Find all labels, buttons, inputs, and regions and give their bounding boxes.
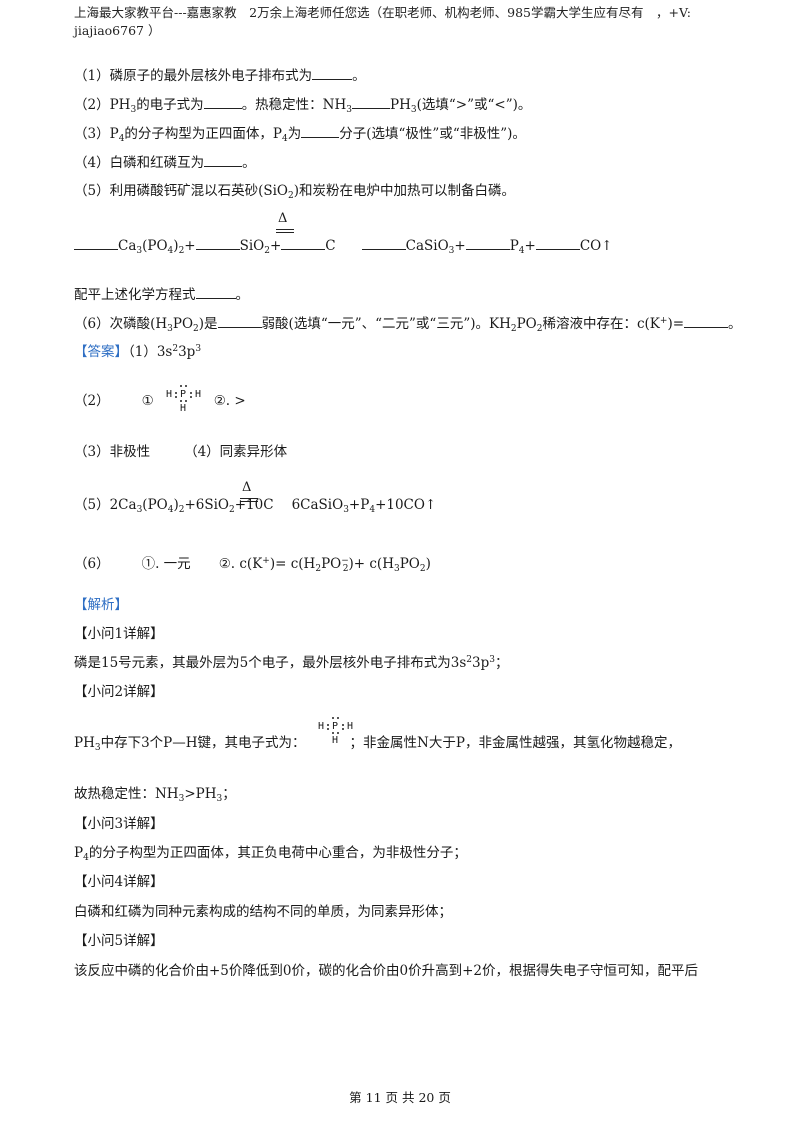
question-1: （1）磷原子的最外层核外电子排布式为。 xyxy=(74,66,366,84)
answer-blank xyxy=(217,314,262,328)
question-6: （6）次磷酸(H3PO2)是弱酸(选填“一元”、“二元”或“三元”)。KH2PO… xyxy=(74,314,742,334)
question-5: （5）利用磷酸钙矿混以石英砂(SiO2)和炭粉在电炉中加热可以制备白磷。 xyxy=(74,183,516,201)
answer-blank xyxy=(301,124,340,138)
equals-sign xyxy=(240,498,258,502)
heat-symbol: Δ xyxy=(242,480,252,495)
heat-symbol: Δ xyxy=(278,211,288,226)
section-3-heading: 【小问3详解】 xyxy=(74,816,164,832)
section-2-heading: 【小问2详解】 xyxy=(74,684,164,700)
page-footer: 第 11 页 共 20 页 xyxy=(349,1090,451,1105)
answer-blank xyxy=(204,153,243,167)
analysis-label: 【解析】 xyxy=(74,597,128,613)
answer-blank xyxy=(352,95,391,109)
section-3-body: P4的分子构型为正四面体，其正负电荷中心重合，为非极性分子； xyxy=(74,845,467,863)
equals-sign xyxy=(276,229,294,233)
ph3-lewis-structure: H P H H xyxy=(166,384,206,418)
section-2-body-cont: 故热稳定性：NH3>PH3； xyxy=(74,786,236,804)
section-2-body: PH3中存下3个P—H键，其电子式为：；非金属性N大于P，非金属性越强，其氢化物… xyxy=(74,735,681,753)
answer-blank xyxy=(684,314,729,328)
answer-label: 【答案】 xyxy=(74,344,128,360)
answer-blank xyxy=(195,285,236,299)
section-1-heading: 【小问1详解】 xyxy=(74,626,164,642)
balance-prompt: 配平上述化学方程式。 xyxy=(74,285,249,303)
section-4-body: 白磷和红磷为同种元素构成的结构不同的单质，为同素异形体； xyxy=(74,904,452,920)
section-4-heading: 【小问4详解】 xyxy=(74,874,164,890)
answer-blank xyxy=(203,95,242,109)
question-3: （3）P4的分子构型为正四面体，P4为分子(选填“极性”或“非极性”)。 xyxy=(74,124,526,144)
answer-blank xyxy=(312,66,353,80)
question-4: （4）白磷和红磷互为。 xyxy=(74,153,256,171)
section-5-heading: 【小问5详解】 xyxy=(74,933,164,949)
ph3-lewis-structure: H P H H xyxy=(318,716,358,750)
answer-line-1: 【答案】（1）3s23p3 xyxy=(74,344,202,360)
page-header: 上海最大家教平台---嘉惠家教 2万余上海老师任您选（在职老师、机构老师、985… xyxy=(74,5,691,38)
section-5-body: 该反应中磷的化合价由+5价降低到0价，碳的化合价由0价升高到+2价，根据得失电子… xyxy=(74,963,698,979)
section-1-body: 磷是15号元素，其最外层为5个电子，最外层核外电子排布式为3s23p3； xyxy=(74,655,509,671)
answer-line-3: （3）非极性（4）同素异形体 xyxy=(74,444,288,460)
